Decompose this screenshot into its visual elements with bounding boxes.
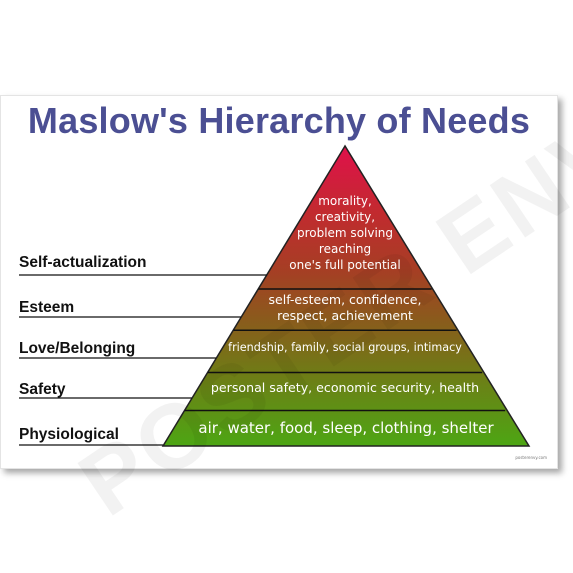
page-title: Maslow's Hierarchy of Needs — [27, 100, 531, 141]
band-line: creativity, — [314, 210, 376, 224]
pyramid-diagram — [19, 144, 531, 447]
poster: Maslow's Hierarchy of Needs POSTER ENVY … — [0, 61, 573, 536]
band-line: friendship, family, social groups, intim… — [228, 341, 462, 354]
band-line: one's full potential — [289, 258, 401, 272]
level-label-love-belonging: Love/Belonging — [19, 340, 136, 357]
band-line: morality, — [318, 194, 372, 208]
band-text-love-belonging: friendship, family, social groups, intim… — [211, 341, 479, 355]
level-label-safety: Safety — [19, 381, 66, 398]
credit-text: posterenvy.com — [515, 455, 547, 460]
level-label-self-actualization: Self-actualization — [19, 254, 147, 271]
band-text-esteem: self-esteem, confidence, respect, achiev… — [235, 292, 455, 324]
level-label-physiological: Physiological — [19, 426, 119, 443]
band-line: respect, achievement — [277, 308, 413, 323]
level-label-esteem: Esteem — [19, 299, 75, 316]
band-line: reaching — [318, 242, 372, 256]
band-line: problem solving — [296, 226, 394, 240]
pyramid-body — [161, 144, 531, 447]
band-line: personal safety, economic security, heal… — [210, 380, 480, 395]
band-text-self-actualization: morality, creativity, problem solving re… — [245, 193, 445, 273]
band-text-physiological: air, water, food, sleep, clothing, shelt… — [171, 419, 521, 437]
band-text-safety: personal safety, economic security, heal… — [191, 380, 499, 396]
band-line: air, water, food, sleep, clothing, shelt… — [198, 419, 494, 437]
band-line: self-esteem, confidence, — [268, 292, 422, 307]
